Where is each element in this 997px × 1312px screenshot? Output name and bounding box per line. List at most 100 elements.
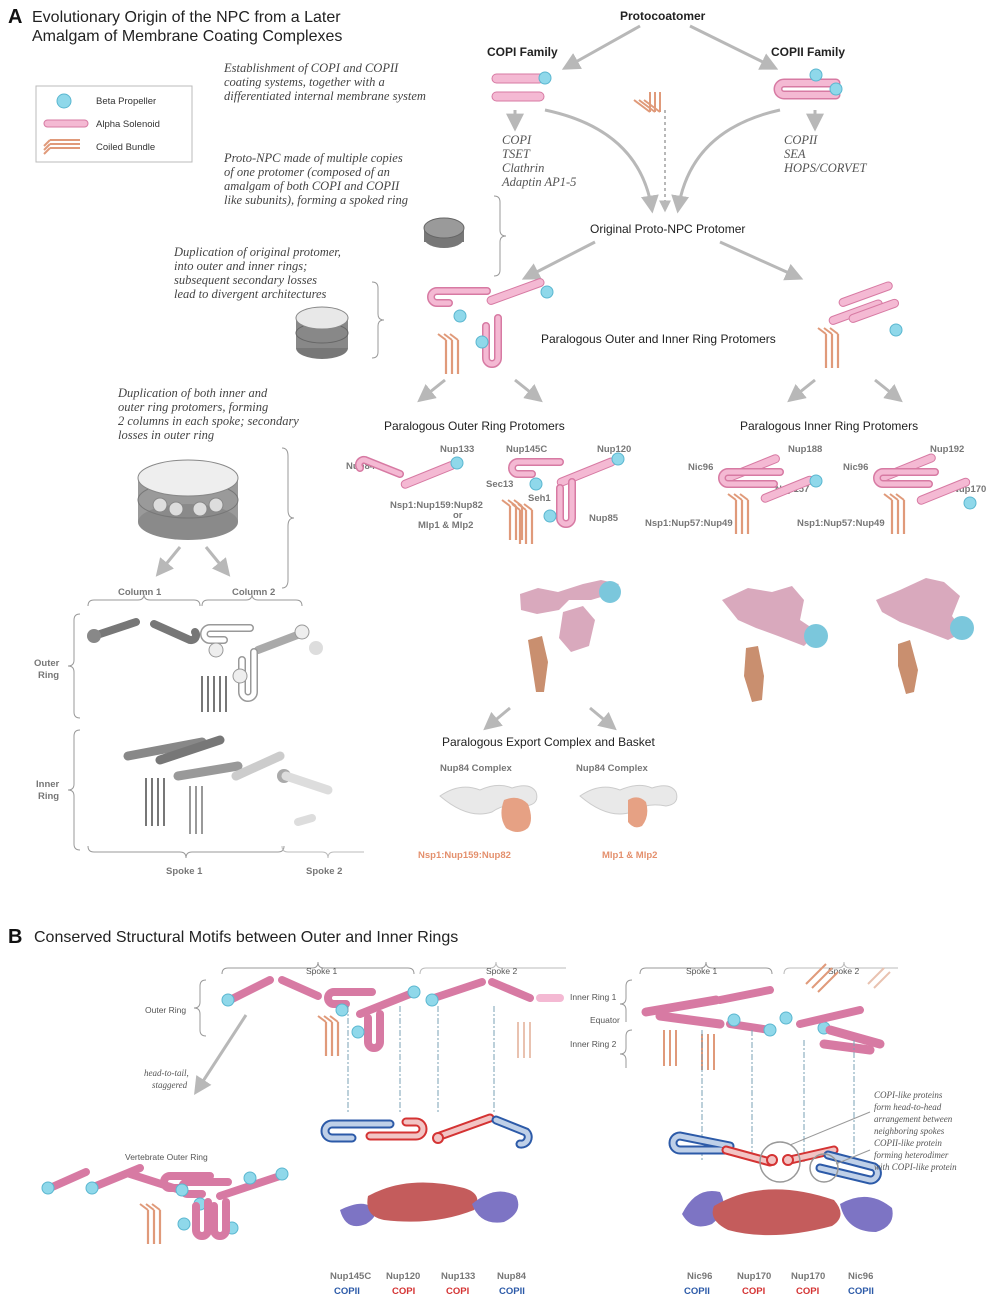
callout1-line3: arrangement between: [874, 1114, 953, 1124]
b-left-type-4: COPII: [499, 1286, 525, 1297]
note-establishment-3: differentiated internal membrane system: [224, 89, 426, 103]
note-columns-2: outer ring protomers, forming: [118, 400, 268, 414]
outer-ring-label-1: Outer: [34, 658, 60, 669]
b-spoke1-right-label: Spoke 1: [686, 966, 717, 976]
note-establishment-2: coating systems, together with a: [224, 75, 385, 89]
note-proto-4: like subunits), forming a spoked ring: [224, 193, 408, 207]
b-left-name-2: Nup120: [386, 1271, 420, 1282]
outer-protomers-title: Paralogous Outer Ring Protomers: [384, 419, 565, 433]
head-to-tail-label-1: head-to-tail,: [144, 1068, 189, 1078]
b-right-type-3: COPI: [796, 1286, 819, 1297]
original-protomer-label: Original Proto-NPC Protomer: [590, 222, 745, 236]
label-sec13: Sec13: [486, 479, 513, 490]
double-ring-icon: [296, 307, 348, 359]
b-left-name-4: Nup84: [497, 1271, 527, 1282]
export-left-bottom-label: Nsp1:Nup159:Nup82: [418, 850, 511, 861]
label-nsp-inner-a: Nsp1:Nup57:Nup49: [645, 518, 733, 529]
export-left-top-label: Nup84 Complex: [440, 763, 513, 774]
note-columns-4: losses in outer ring: [118, 428, 214, 442]
panel-a-title-line2: Amalgam of Membrane Coating Complexes: [32, 28, 342, 45]
column-sketch-outer: [87, 622, 323, 712]
b-right-dimer-glyph: [673, 1112, 877, 1182]
column1-label: Column 1: [118, 587, 162, 598]
copi-family-label: COPI Family: [487, 45, 558, 59]
note-proto-3: amalgam of both COPI and COPII: [224, 179, 400, 193]
copii-glyph: [778, 69, 842, 95]
b-outer-ring-label: Outer Ring: [145, 1005, 186, 1015]
b-spoke2-left-label: Spoke 2: [486, 966, 517, 976]
alpha-solenoid-icon: [44, 120, 88, 127]
export-right-bottom-label: Mlp1 & Mlp2: [602, 850, 657, 861]
stacked-ring-icon: [138, 460, 238, 540]
callout1-line4: neighboring spokes: [874, 1126, 945, 1136]
export-right-top-label: Nup84 Complex: [576, 763, 649, 774]
panel-a-letter: A: [8, 6, 22, 28]
label-nup145c: Nup145C: [506, 444, 547, 455]
note-proto-2: of one protomer (composed of an: [224, 165, 390, 179]
b-right-type-1: COPII: [684, 1286, 710, 1297]
inner-ring-label-2: Ring: [38, 791, 59, 802]
outer-protomer-glyph: [359, 453, 624, 544]
head-to-tail-label-2: staggered: [152, 1080, 188, 1090]
callout2-line3: with COPI-like protein: [874, 1162, 957, 1172]
label-nup133: Nup133: [440, 444, 474, 455]
label-nup192: Nup192: [930, 444, 964, 455]
protomer-right: [818, 281, 902, 368]
b-right-structure-image: [682, 1189, 893, 1235]
panel-b-letter: B: [8, 926, 22, 948]
b-left-type-1: COPII: [334, 1286, 360, 1297]
label-seh1: Seh1: [528, 493, 551, 504]
copii-member-1: COPII: [784, 133, 818, 147]
note-columns-1: Duplication of both inner and: [117, 386, 268, 400]
callout2-line2: forming heterodimer: [874, 1150, 949, 1160]
b-left-type-2: COPI: [392, 1286, 415, 1297]
copi-glyph: [492, 72, 551, 101]
legend-alpha-label: Alpha Solenoid: [96, 119, 160, 130]
callout2-line1: COPII-like protein: [874, 1138, 942, 1148]
b-left-name-1: Nup145C: [330, 1271, 371, 1282]
copi-member-4: Adaptin AP1-5: [501, 175, 576, 189]
legend-beta-label: Beta Propeller: [96, 96, 156, 107]
spoke1-label: Spoke 1: [166, 866, 203, 877]
note-establishment-1: Establishment of COPI and COPII: [223, 61, 399, 75]
b-inner-ring1-label: Inner Ring 1: [570, 992, 617, 1002]
b-spoke1-left-label: Spoke 1: [306, 966, 337, 976]
b-right-type-2: COPI: [742, 1286, 765, 1297]
note-duplication-2: into outer and inner rings;: [174, 259, 307, 273]
export-complex-left-image: [440, 785, 537, 832]
protocoatomer-label: Protocoatomer: [620, 9, 706, 23]
b-inner-ring-glyph: [646, 964, 890, 1070]
single-ring-icon: [424, 218, 464, 248]
label-nsp-inner-b: Nsp1:Nup57:Nup49: [797, 518, 885, 529]
protomer-left: [431, 277, 553, 374]
note-duplication-1: Duplication of original protomer,: [173, 245, 341, 259]
inner-structure-image-b: [876, 578, 974, 694]
copii-family-label: COPII Family: [771, 45, 845, 59]
copi-member-3: Clathrin: [502, 161, 544, 175]
beta-propeller-icon: [57, 94, 71, 108]
export-complex-title: Paralogous Export Complex and Basket: [442, 735, 655, 749]
export-complex-right-image: [580, 785, 677, 827]
label-nic96-b: Nic96: [843, 462, 868, 473]
note-duplication-3: subsequent secondary losses: [174, 273, 317, 287]
callout1-line2: form head-to-head: [874, 1102, 942, 1112]
panel-a-title-line1: Evolutionary Origin of the NPC from a La…: [32, 9, 341, 26]
outer-ring-label-2: Ring: [38, 670, 59, 681]
column-sketch-inner: [128, 740, 328, 834]
b-inner-ring2-label: Inner Ring 2: [570, 1039, 617, 1049]
b-right-name-4: Nic96: [848, 1271, 873, 1282]
copii-member-2: SEA: [784, 147, 806, 161]
b-left-type-3: COPI: [446, 1286, 469, 1297]
legend: Beta Propeller Alpha Solenoid Coiled Bun…: [36, 86, 192, 162]
note-duplication-4: lead to divergent architectures: [174, 287, 327, 301]
legend-coil-label: Coiled Bundle: [96, 142, 155, 153]
inner-structure-image-a: [722, 586, 828, 702]
note-columns-3: 2 columns in each spoke; secondary: [118, 414, 299, 428]
inner-ring-label-1: Inner: [36, 779, 60, 790]
b-left-structure-image: [340, 1183, 518, 1227]
b-right-type-4: COPII: [848, 1286, 874, 1297]
callout1-line1: COPI-like proteins: [874, 1090, 943, 1100]
label-nup85: Nup85: [589, 513, 619, 524]
copi-member-1: COPI: [502, 133, 532, 147]
